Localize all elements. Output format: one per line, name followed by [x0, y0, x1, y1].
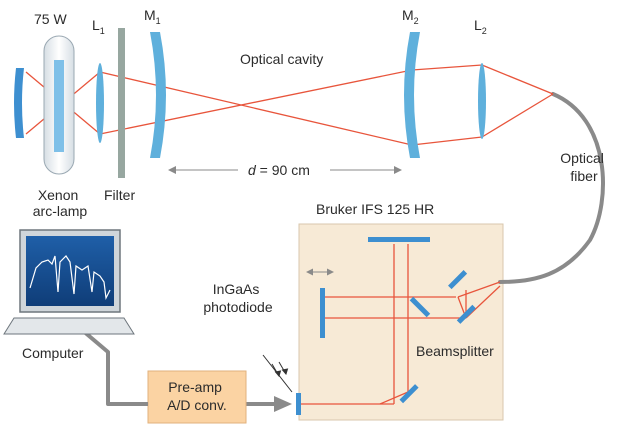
mirror-m1-label: M1	[144, 7, 161, 26]
preamp-box	[147, 370, 247, 424]
input-fold-mirror	[448, 270, 468, 290]
beamsplitter	[409, 296, 431, 318]
lamp-back-reflector	[14, 68, 24, 138]
input-fold-mirror-2	[456, 304, 476, 324]
xenon-lamp	[43, 35, 75, 175]
lens-l2-label: L2	[474, 17, 487, 36]
distance-arrow	[168, 166, 402, 174]
computer	[3, 229, 135, 335]
optical-cavity-label: Optical cavity	[240, 51, 323, 67]
optical-fiber-label: Optical fiber	[560, 150, 607, 184]
moving-mirror-arrow	[306, 268, 334, 276]
photodiode-label: InGaAs photodiode	[203, 281, 273, 315]
lamp-name-label: Xenon arc-lamp	[33, 187, 88, 219]
spectrometer-box	[298, 223, 504, 421]
mirror-m2	[404, 32, 420, 158]
screen-spectrum-trace	[29, 255, 111, 301]
output-fold-mirror	[399, 384, 419, 404]
computer-cable	[80, 328, 148, 406]
filter-label: Filter	[104, 187, 135, 203]
ingaas-photodiode	[296, 393, 301, 415]
mirror-m1	[150, 32, 166, 158]
moving-mirror-left	[320, 288, 325, 338]
light-arrows-icon	[271, 361, 289, 378]
computer-label: Computer	[22, 345, 84, 361]
beamsplitter-label: Beamsplitter	[416, 343, 494, 359]
interferometer-beams	[300, 244, 501, 405]
lens-l1	[96, 63, 104, 143]
lamp-power-label: 75 W	[34, 11, 67, 27]
fixed-mirror-top	[368, 237, 430, 242]
spectrometer-label: Bruker IFS 125 HR	[316, 201, 434, 217]
lens-l1-label: L1	[92, 17, 105, 36]
cavity-beams	[99, 64, 554, 146]
computer-screen	[26, 236, 114, 306]
preamp-label: Pre-amp A/D conv.	[167, 379, 227, 413]
distance-label: d = 90 cm	[248, 162, 310, 178]
computer-keyboard	[3, 317, 135, 335]
mirror-m2-label: M2	[402, 7, 419, 26]
detector-pointer	[262, 354, 293, 393]
optical-fiber-cable	[498, 92, 605, 284]
filter	[118, 28, 125, 178]
lamp-electrode	[54, 60, 64, 152]
lens-l2	[478, 63, 486, 139]
